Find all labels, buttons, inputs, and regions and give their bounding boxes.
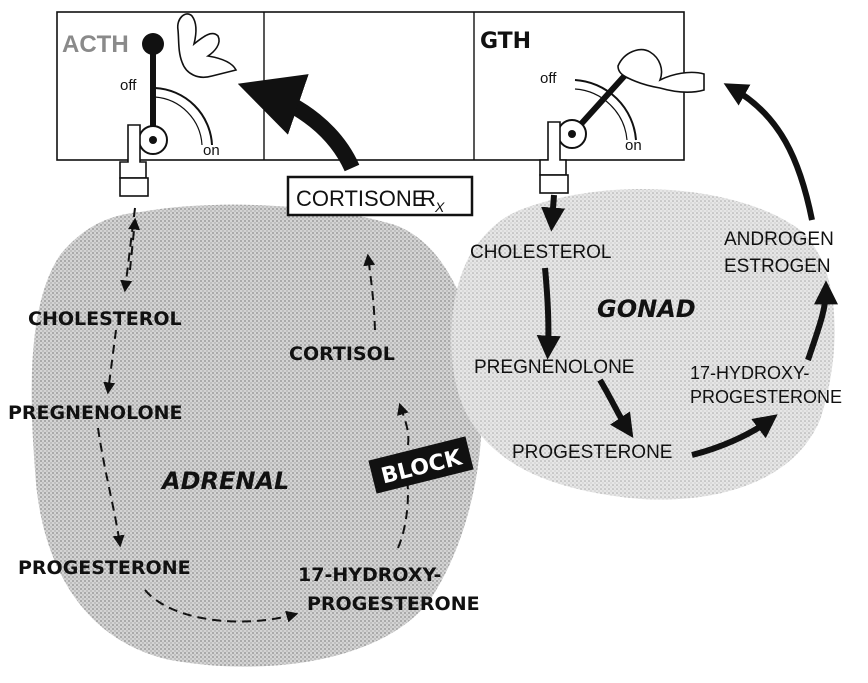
gonad-progesterone-label: PROGESTERONE bbox=[512, 442, 672, 463]
adrenal-pregnenolone-label: PREGNENOLONE bbox=[8, 402, 183, 424]
gonad-pregnenolone-label: PREGNENOLONE bbox=[474, 357, 634, 378]
gonad-17-hydroxyprogesterone-label: PROGESTERONE bbox=[690, 387, 842, 407]
gonad-estrogen-label: ESTROGEN bbox=[724, 256, 831, 277]
gth-panel-label: GTH bbox=[480, 29, 531, 54]
rx-symbol: R bbox=[420, 186, 436, 211]
acth-panel-label: ACTH bbox=[62, 31, 129, 58]
gonad-androgen-label: ANDROGEN bbox=[724, 229, 834, 250]
cortisone-label: CORTISONE bbox=[296, 186, 426, 211]
gonad-title: GONAD bbox=[597, 295, 696, 323]
adrenal-title: ADRENAL bbox=[160, 467, 289, 495]
adrenal-cholesterol-label: CHOLESTEROL bbox=[28, 308, 182, 330]
adrenal-progesterone-label: PROGESTERONE bbox=[18, 557, 191, 579]
acth-dial-on-label: on bbox=[203, 142, 220, 159]
gonad-cholesterol-label: CHOLESTEROL bbox=[470, 242, 611, 263]
adrenal-17-hydroxyprogesterone-label: PROGESTERONE bbox=[307, 593, 480, 615]
adrenal-17-hydroxy-label: 17-HYDROXY- bbox=[298, 564, 441, 586]
acth-lever-knob bbox=[142, 33, 164, 55]
gonad-17-hydroxy-label: 17-HYDROXY- bbox=[690, 363, 809, 383]
cortisone-rx-box: CORTISONE R X bbox=[288, 177, 472, 215]
gth-dial-off-label: off bbox=[540, 70, 557, 87]
adrenal-cortisol-label: CORTISOL bbox=[289, 343, 395, 365]
acth-dial-off-label: off bbox=[120, 77, 137, 94]
gth-dial-on-label: on bbox=[625, 137, 642, 154]
rx-subscript: X bbox=[434, 199, 445, 215]
